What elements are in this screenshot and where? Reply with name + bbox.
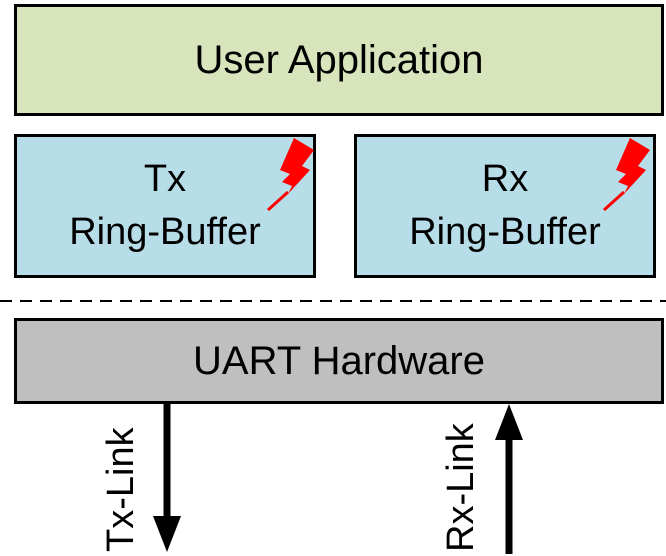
tx-link-arrow — [153, 404, 181, 552]
rx-ring-buffer-block: Rx Ring-Buffer — [354, 134, 656, 278]
tx-link-label: Tx-Link — [100, 427, 142, 552]
uart-hardware-block: UART Hardware — [14, 318, 664, 404]
lightning-bolt-icon — [266, 138, 314, 212]
rx-link-label: Rx-Link — [440, 423, 482, 552]
hardware-software-divider — [0, 300, 666, 302]
tx-buffer-subtitle: Ring-Buffer — [69, 211, 261, 253]
rx-buffer-subtitle: Ring-Buffer — [409, 211, 601, 253]
tx-buffer-title: Tx — [143, 157, 187, 200]
tx-ring-buffer-block: Tx Ring-Buffer — [14, 134, 316, 278]
rx-link-arrow — [495, 404, 523, 554]
user-application-label: User Application — [194, 37, 484, 82]
rx-buffer-title: Rx — [481, 157, 529, 200]
user-application-block: User Application — [14, 4, 664, 116]
lightning-bolt-icon — [602, 138, 650, 212]
uart-hardware-label: UART Hardware — [193, 338, 485, 383]
